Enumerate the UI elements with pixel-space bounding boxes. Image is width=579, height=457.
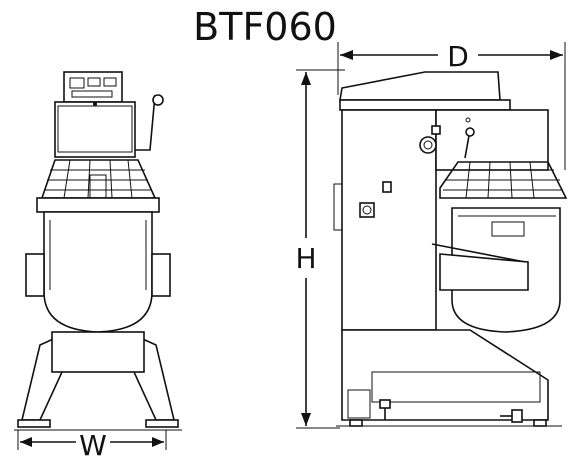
width-label: W [79,429,107,457]
side-motor-left [25,253,45,297]
height-dimension: H [295,69,345,429]
lever-arm-front [135,94,156,151]
top-cover [339,71,501,101]
adjust-screw [379,399,391,409]
head-housing [435,109,549,171]
mixer-head-front [54,101,136,158]
side-motor-right [151,253,171,297]
base-side [341,329,549,421]
bowl-front [43,211,153,333]
depth-label: D [447,40,469,73]
lever-knob-front [152,94,164,106]
bowl-rim-front [36,197,160,213]
safety-guard-front [40,159,157,199]
speed-knob [419,136,437,154]
base-frame-front [51,331,145,373]
front-view [14,71,182,431]
height-label: H [295,242,316,275]
width-dimension: W [17,429,167,457]
depth-dimension: D [337,40,566,170]
model-title: BTF060 [193,5,337,49]
bowl-arm [431,243,526,263]
side-view [333,71,568,427]
